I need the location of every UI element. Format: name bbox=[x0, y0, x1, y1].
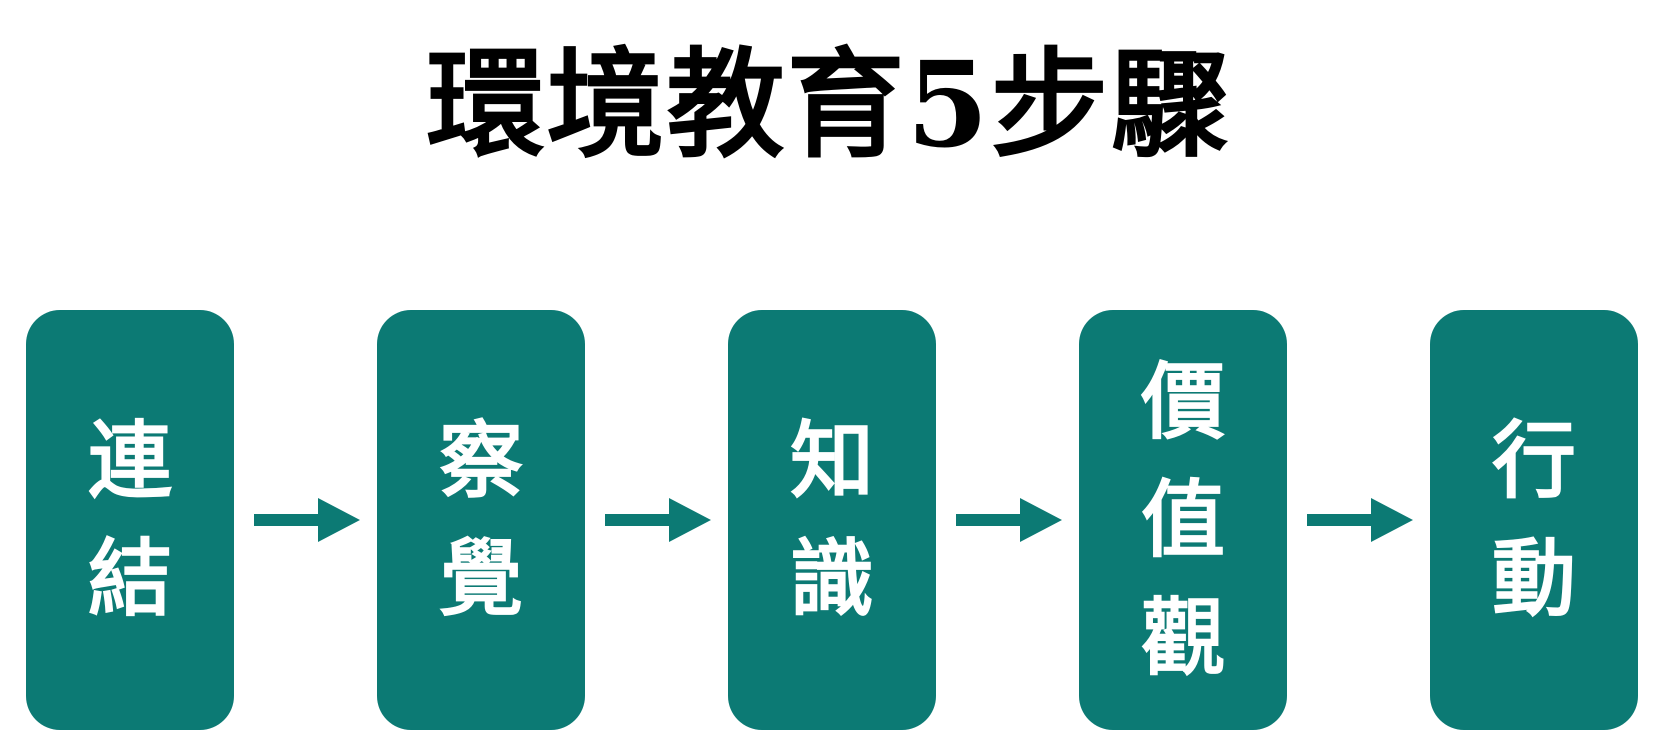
right-arrow-icon bbox=[1307, 498, 1413, 542]
step-label: 行動 bbox=[1491, 411, 1576, 628]
page-title: 環境教育5步驟 bbox=[426, 35, 1231, 174]
right-arrow-icon bbox=[605, 498, 711, 542]
step-label: 價值觀 bbox=[1140, 352, 1225, 687]
step-box-knowledge: 知識 bbox=[728, 310, 936, 730]
step-box-action: 行動 bbox=[1430, 310, 1638, 730]
step-label: 察覺 bbox=[438, 411, 523, 628]
step-label: 知識 bbox=[789, 411, 874, 628]
step-box-values: 價值觀 bbox=[1079, 310, 1287, 730]
right-arrow-icon bbox=[254, 498, 360, 542]
right-arrow-icon bbox=[956, 498, 1062, 542]
step-box-connect: 連結 bbox=[26, 310, 234, 730]
step-box-awareness: 察覺 bbox=[377, 310, 585, 730]
step-label: 連結 bbox=[87, 411, 172, 628]
